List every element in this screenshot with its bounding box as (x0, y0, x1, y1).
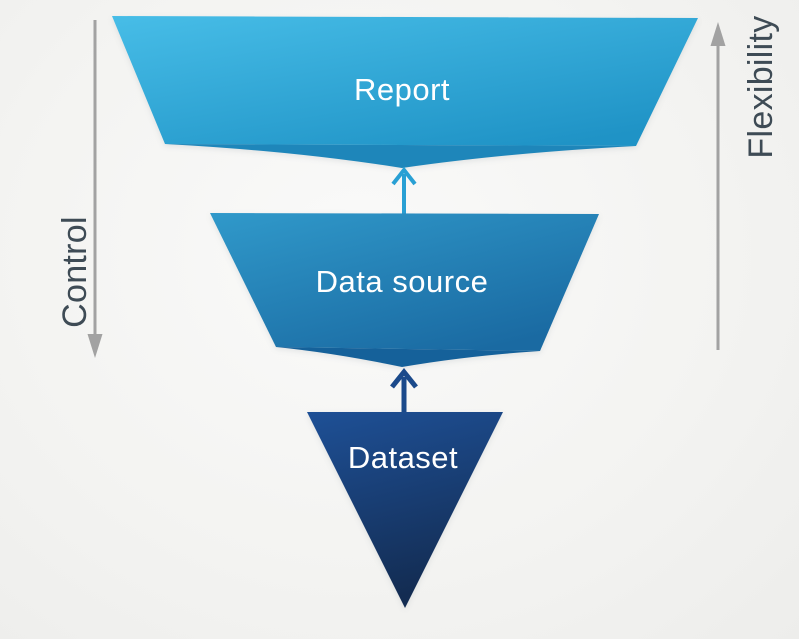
dataset-label: Dataset (348, 440, 458, 475)
report-shape (112, 16, 698, 146)
data-source-shape (210, 213, 599, 351)
upper-flow-arrow-icon (391, 166, 417, 214)
control-axis-label: Control (56, 216, 94, 328)
up-arrowhead-icon (710, 22, 726, 46)
report-fold (165, 144, 636, 168)
flexibility-axis-label: Flexibility (742, 15, 780, 158)
dataset-shape (307, 412, 503, 608)
data-source-fold (276, 347, 540, 367)
control-axis: Control (56, 20, 103, 358)
report-label: Report (354, 72, 450, 107)
flexibility-axis: Flexibility (710, 15, 780, 350)
lower-flow-arrow-icon (390, 367, 418, 412)
upper-arrow-head (391, 166, 417, 186)
data-source-label: Data source (316, 264, 489, 299)
down-arrowhead-icon (87, 334, 103, 358)
lower-arrow-head (390, 367, 418, 389)
